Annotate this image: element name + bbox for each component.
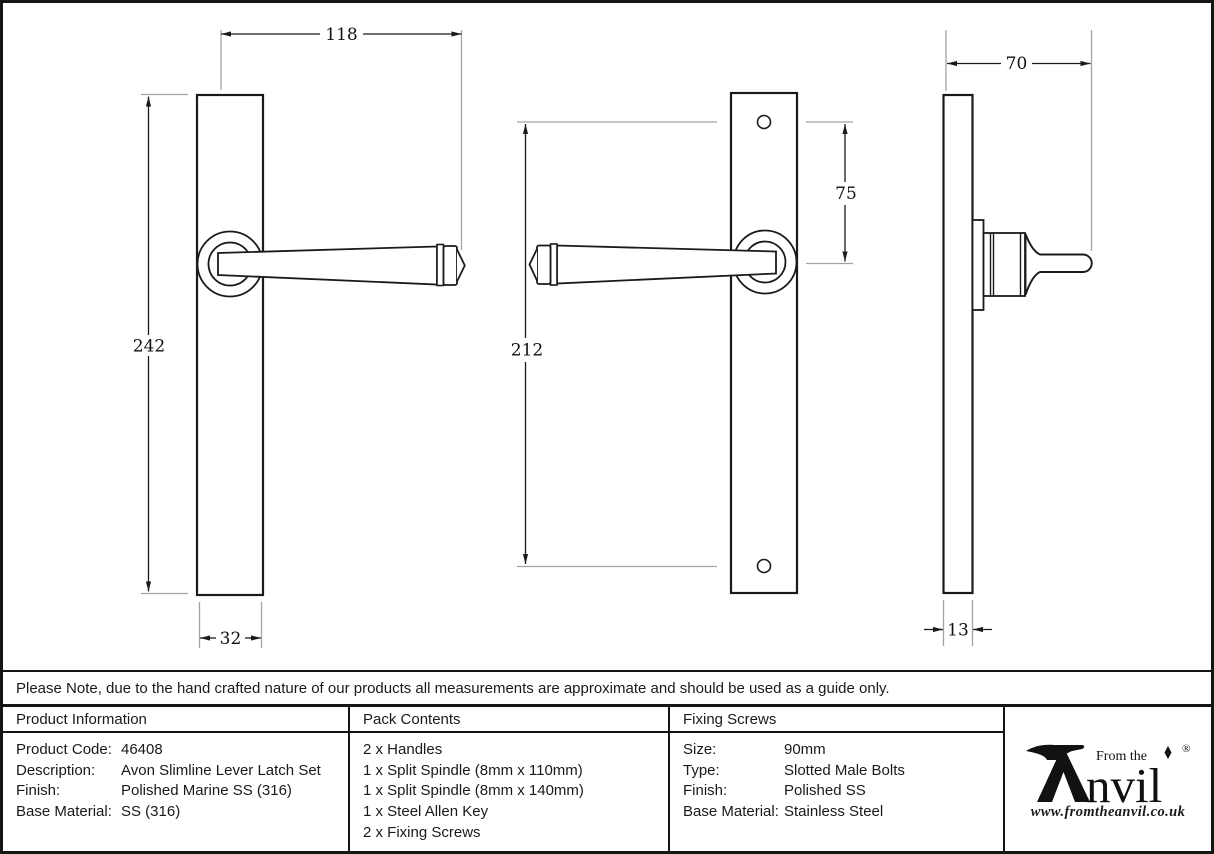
dim-70-label: 70 bbox=[1006, 54, 1028, 74]
dim-118-label: 118 bbox=[325, 25, 357, 45]
fixing-screws-header: Fixing Screws bbox=[670, 707, 1003, 733]
table-row: Description: Avon Slimline Lever Latch S… bbox=[16, 760, 348, 781]
table-row: Finish: Polished SS bbox=[683, 780, 1003, 801]
dim-plate-height: 242 bbox=[133, 93, 188, 595]
table-row: Base Material: Stainless Steel bbox=[683, 801, 1003, 822]
registered-mark: ® bbox=[1182, 743, 1190, 755]
screw-hole-top bbox=[756, 114, 772, 130]
dim-242-label: 242 bbox=[133, 337, 165, 357]
note-text: Please Note, due to the hand crafted nat… bbox=[16, 679, 890, 697]
pack-contents-header: Pack Contents bbox=[350, 707, 668, 733]
spec-table: Product Information Product Code: 46408 … bbox=[3, 707, 1211, 851]
dim-plate-width: 32 bbox=[198, 602, 263, 649]
row-value: Polished Marine SS (316) bbox=[121, 782, 292, 800]
dim-212-label: 212 bbox=[511, 341, 543, 361]
table-row: Size: 90mm bbox=[683, 739, 1003, 760]
row-value: Polished SS bbox=[784, 782, 866, 800]
row-label: Description: bbox=[16, 761, 96, 779]
rose-side bbox=[982, 232, 1026, 297]
table-row: Type: Slotted Male Bolts bbox=[683, 760, 1003, 781]
row-label: Finish: bbox=[16, 782, 61, 800]
list-item: 1 x Split Spindle (8mm x 110mm) bbox=[363, 761, 583, 779]
row-label: Product Code: bbox=[16, 740, 112, 758]
front-view-handle: 118 242 32 bbox=[133, 25, 466, 649]
pack-contents-column: Pack Contents 2 x Handles 1 x Split Spin… bbox=[348, 707, 668, 851]
list-item: 1 x Split Spindle (8mm x 140mm) bbox=[363, 782, 584, 800]
product-information-column: Product Information Product Code: 46408 … bbox=[3, 707, 348, 851]
product-information-header: Product Information bbox=[3, 707, 348, 733]
rose-pad bbox=[971, 219, 985, 311]
technical-drawings: 118 242 32 bbox=[133, 25, 1093, 649]
note-bar: Please Note, due to the hand crafted nat… bbox=[3, 670, 1211, 707]
dim-lever-length: 118 bbox=[220, 25, 463, 250]
side-view: 70 13 bbox=[924, 30, 1093, 646]
diamond-icon bbox=[1164, 745, 1172, 759]
row-label: Type: bbox=[683, 761, 720, 779]
front-view-screws: 212 75 bbox=[511, 91, 857, 595]
brand-letter-a bbox=[1037, 753, 1090, 802]
fixing-screws-column: Fixing Screws Size: 90mm Type: Slotted M… bbox=[668, 707, 1003, 851]
dim-projection: 70 bbox=[945, 30, 1093, 251]
dim-75-label: 75 bbox=[835, 184, 857, 204]
logo-url: www.fromtheanvil.co.uk bbox=[1030, 803, 1186, 820]
dim-32-label: 32 bbox=[220, 629, 242, 649]
row-value: Avon Slimline Lever Latch Set bbox=[121, 761, 321, 779]
anvil-icon bbox=[1026, 744, 1085, 760]
list-item: 1 x Steel Allen Key bbox=[363, 802, 489, 820]
list-item: 2 x Fixing Screws bbox=[363, 823, 481, 841]
screw-hole-bottom bbox=[756, 558, 772, 574]
table-row: Base Material: SS (316) bbox=[16, 801, 348, 822]
row-value: Slotted Male Bolts bbox=[784, 761, 905, 779]
brand-text: nvil bbox=[1086, 758, 1162, 806]
dim-13-label: 13 bbox=[947, 621, 969, 641]
dim-screw-centres: 212 bbox=[511, 121, 717, 568]
row-label: Base Material: bbox=[16, 802, 112, 820]
row-value: Stainless Steel bbox=[784, 802, 884, 820]
dim-screw-to-handle: 75 bbox=[806, 121, 857, 265]
list-item: 2 x Handles bbox=[363, 740, 443, 758]
row-value: SS (316) bbox=[121, 802, 181, 820]
row-label: Size: bbox=[683, 740, 717, 758]
dim-thickness: 13 bbox=[924, 600, 992, 646]
row-label: Finish: bbox=[683, 782, 728, 800]
logo-tagline: From the bbox=[1096, 749, 1147, 764]
row-value: 46408 bbox=[121, 740, 163, 758]
lever-side bbox=[1024, 233, 1093, 296]
brand-logo-cell: nvil From the ® www.fromtheanvil.co.uk bbox=[1003, 707, 1211, 851]
row-label: Base Material: bbox=[683, 802, 779, 820]
row-value: 90mm bbox=[784, 740, 826, 758]
table-row: Finish: Polished Marine SS (316) bbox=[16, 780, 348, 801]
anvil-logo: nvil From the ® bbox=[1026, 743, 1190, 806]
table-row: Product Code: 46408 bbox=[16, 739, 348, 760]
